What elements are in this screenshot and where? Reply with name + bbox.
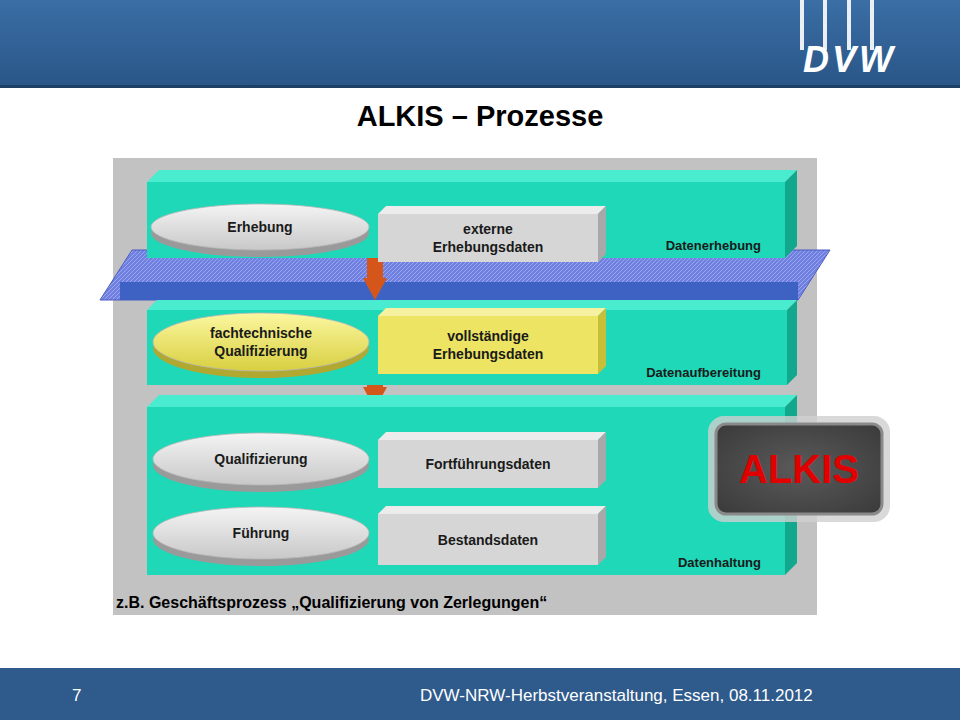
system-box: ALKIS	[712, 420, 886, 518]
node-text-box: ALKIS	[712, 420, 886, 518]
side-face	[787, 300, 797, 385]
slide-number: 7	[72, 686, 81, 706]
node-text: externe Erhebungsdaten	[413, 220, 563, 256]
disc-top	[153, 507, 369, 559]
side-face	[598, 506, 606, 565]
front-face	[147, 310, 787, 385]
node-text-box: fachtechnische Qualifizierung	[152, 312, 370, 378]
node-text: Führung	[233, 524, 290, 542]
slide-title: ALKIS – Prozesse	[0, 100, 960, 133]
node-text-box: externe Erhebungsdaten	[378, 206, 606, 262]
node-text-box: Führung	[152, 506, 370, 566]
top-face	[378, 432, 606, 440]
side-face	[598, 206, 606, 262]
node-text: ALKIS	[739, 446, 859, 492]
data-box: Fortführungsdaten	[378, 432, 606, 488]
node-text: Qualifizierung	[214, 450, 307, 468]
band-label: Datenerhebung	[666, 238, 761, 253]
process-ellipse: Erhebung	[150, 203, 370, 257]
disc-top	[151, 204, 369, 250]
node-text: vollständige Erhebungsdaten	[413, 327, 563, 363]
process-band: Datenhaltung Qualifizierung Fortführungsda…	[147, 395, 797, 575]
band-label: Datenaufbereitung	[646, 365, 761, 380]
flow-arrow	[367, 385, 383, 387]
logo-text: DVW	[803, 40, 896, 80]
front-face	[378, 514, 598, 565]
process-band: Datenerhebung Erhebung externe Erhebungsda…	[147, 170, 797, 258]
side-face	[598, 432, 606, 488]
top-face	[147, 170, 797, 182]
node-text-box: Qualifizierung	[152, 432, 370, 492]
data-box: Bestandsdaten	[378, 506, 606, 565]
data-box: vollständige Erhebungsdaten	[378, 308, 606, 374]
node-text: Bestandsdaten	[438, 531, 538, 549]
node-text-box: Erhebung	[150, 203, 370, 257]
front-face	[378, 316, 598, 374]
data-box: externe Erhebungsdaten	[378, 206, 606, 262]
system-panel	[716, 424, 882, 514]
glow	[708, 416, 890, 522]
node-text: Erhebung	[227, 218, 292, 236]
front-face	[378, 214, 598, 262]
front-face	[378, 440, 598, 488]
header-bar	[0, 0, 960, 85]
process-ellipse: Qualifizierung	[152, 432, 370, 492]
diagram-ground	[113, 158, 817, 615]
side-face	[598, 308, 606, 374]
node-text-box: vollständige Erhebungsdaten	[378, 308, 606, 374]
footer-text: DVW-NRW-Herbstveranstaltung, Essen, 08.1…	[420, 686, 813, 706]
front-face	[147, 407, 785, 575]
node-text: Fortführungsdaten	[425, 455, 550, 473]
top-face	[147, 395, 797, 407]
node-text: fachtechnische Qualifizierung	[186, 324, 336, 360]
diagram-caption: z.B. Geschäftsprozess „Qualifizierung vo…	[116, 594, 547, 612]
process-band: Datenaufbereitung fachtechnische Qualifiz…	[147, 300, 797, 385]
process-ellipse: Führung	[152, 506, 370, 566]
node-text-box: Fortführungsdaten	[378, 432, 606, 488]
process-ellipse: fachtechnische Qualifizierung	[152, 312, 370, 378]
side-face	[785, 170, 797, 258]
disc-top	[153, 313, 369, 371]
top-face	[378, 308, 606, 316]
band-label: Datenhaltung	[678, 555, 761, 570]
node-text-box: Bestandsdaten	[378, 506, 606, 565]
top-face	[378, 506, 606, 514]
footer-bar	[0, 668, 960, 720]
top-face	[378, 206, 606, 214]
header-rule	[0, 85, 960, 88]
disc-top	[153, 433, 369, 485]
